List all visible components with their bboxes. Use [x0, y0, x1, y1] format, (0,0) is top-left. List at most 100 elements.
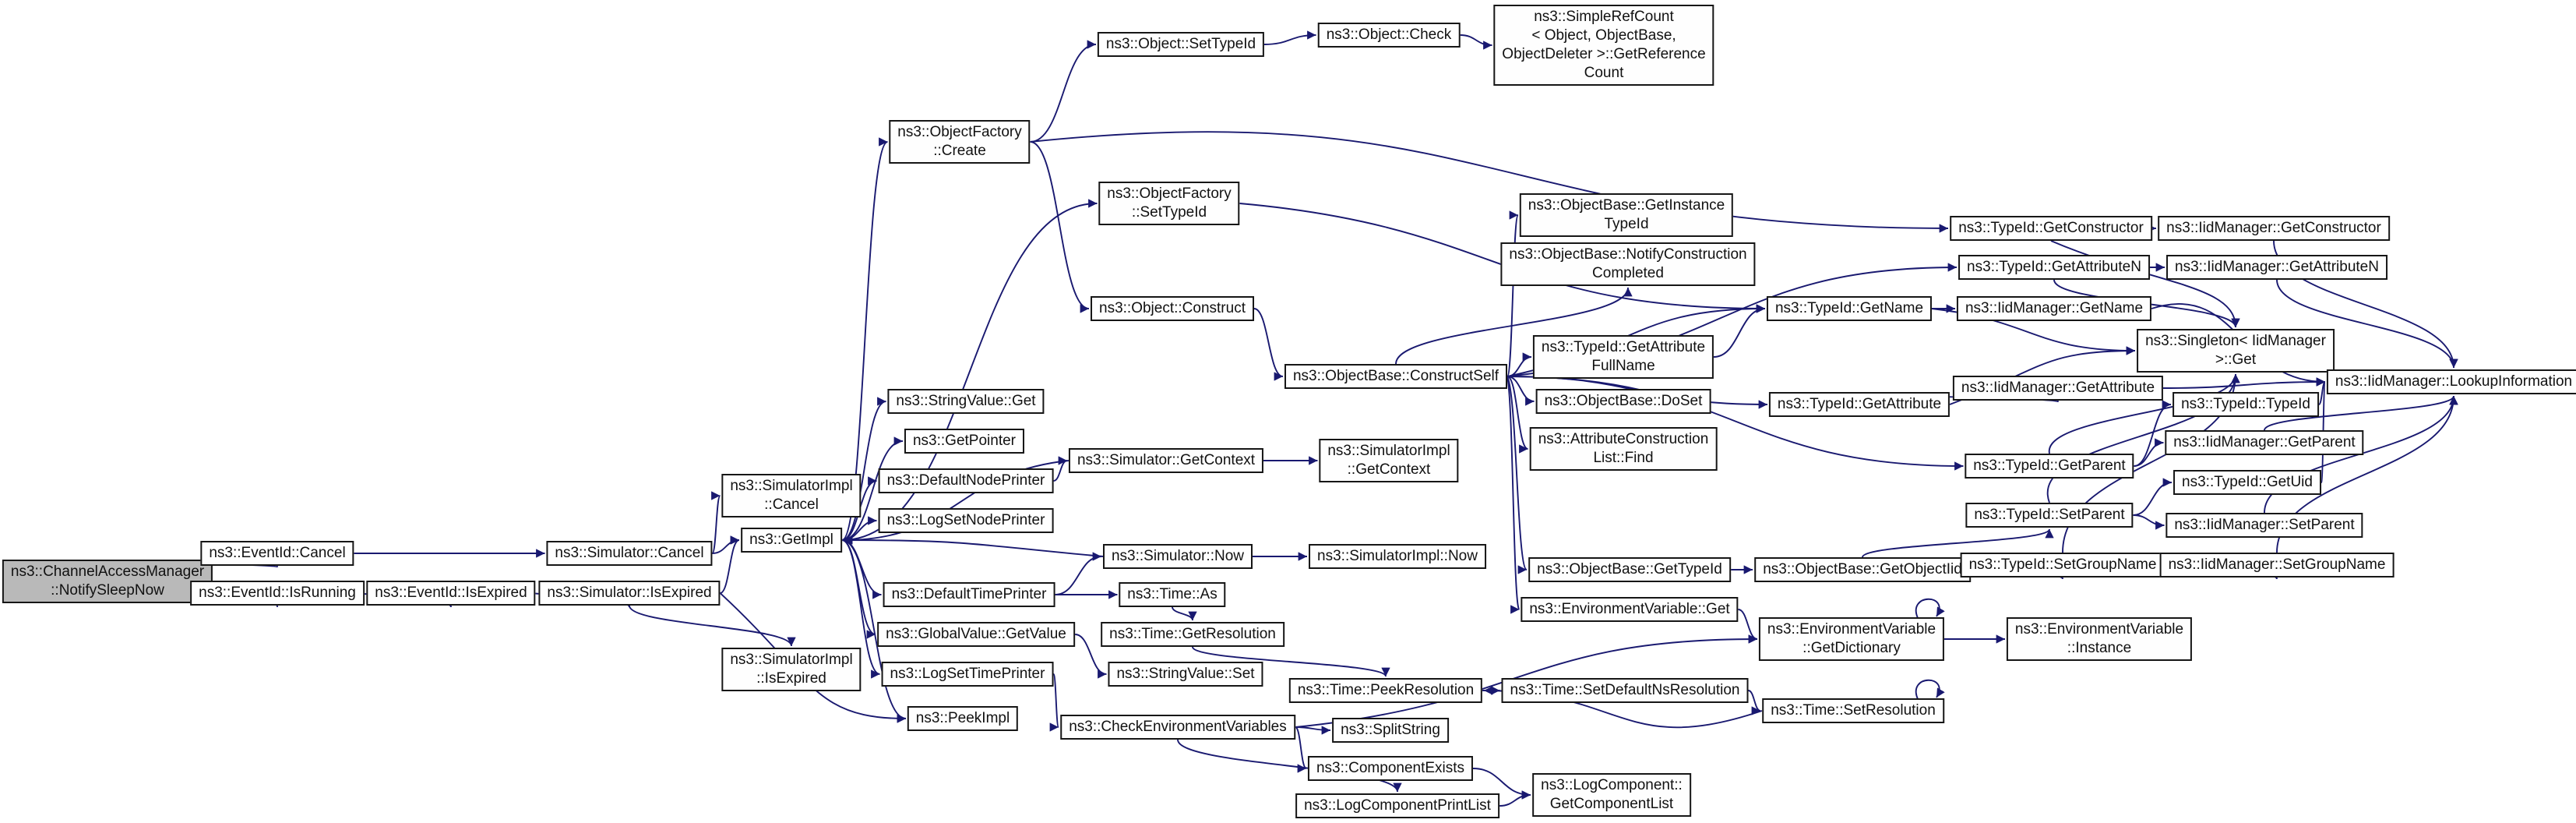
node-simulator-get-context[interactable]: ns3::Simulator::GetContext: [1068, 448, 1264, 473]
node-type-id-get-attribute-n[interactable]: ns3::TypeId::GetAttributeN: [1958, 255, 2150, 280]
node-object-construct[interactable]: ns3::Object::Construct: [1091, 296, 1254, 321]
edge-check-environment-variables-to-split-string: [1295, 726, 1331, 735]
node-event-id-is-expired[interactable]: ns3::EventId::IsExpired: [366, 581, 536, 606]
node-label-line: ns3::ObjectBase::GetObjectIid: [1763, 561, 1962, 578]
node-get-pointer[interactable]: ns3::GetPointer: [904, 429, 1025, 454]
node-iid-manager-get-name[interactable]: ns3::IidManager::GetName: [1956, 296, 2152, 321]
edge-global-value-get-value-to-string-value-set: [1074, 634, 1107, 679]
node-string-value-get[interactable]: ns3::StringValue::Get: [887, 389, 1045, 414]
node-label-line: ns3::EnvironmentVariable: [2014, 621, 2184, 638]
node-iid-manager-set-parent[interactable]: ns3::IidManager::SetParent: [2165, 513, 2363, 538]
node-label-line: ns3::Simulator::IsExpired: [547, 585, 712, 601]
node-log-set-node-printer[interactable]: ns3::LogSetNodePrinter: [878, 508, 1054, 533]
node-log-set-time-printer[interactable]: ns3::LogSetTimePrinter: [881, 662, 1054, 687]
node-type-id-get-name[interactable]: ns3::TypeId::GetName: [1766, 296, 1933, 321]
node-label-line: GetComponentList: [1549, 796, 1674, 812]
edge-time-set-default-ns-resolution-to-time-set-resolution: [1748, 690, 1761, 715]
node-iid-manager-set-group-name[interactable]: ns3::IidManager::SetGroupName: [2159, 553, 2395, 578]
node-split-string[interactable]: ns3::SplitString: [1332, 718, 1449, 743]
node-type-id-get-parent[interactable]: ns3::TypeId::GetParent: [1965, 454, 2134, 479]
node-simulator-impl-now[interactable]: ns3::SimulatorImpl::Now: [1309, 544, 1486, 569]
node-type-id-set-group-name[interactable]: ns3::TypeId::SetGroupName: [1960, 553, 2165, 578]
node-global-value-get-value[interactable]: ns3::GlobalValue::GetValue: [877, 622, 1075, 647]
node-label-line: ns3::SimulatorImpl: [730, 478, 853, 494]
node-default-time-printer[interactable]: ns3::DefaultTimePrinter: [883, 582, 1055, 607]
node-get-impl[interactable]: ns3::GetImpl: [741, 528, 842, 553]
node-simple-ref-count-get-reference-count[interactable]: ns3::SimpleRefCount< Object, ObjectBase,…: [1493, 5, 1714, 86]
node-peek-impl[interactable]: ns3::PeekImpl: [907, 706, 1019, 731]
edge-check-environment-variables-to-log-component-print-list: [1177, 739, 1402, 793]
node-iid-manager-get-constructor[interactable]: ns3::IidManager::GetConstructor: [2158, 216, 2390, 241]
node-label-line: ns3::PeekImpl: [915, 710, 1010, 726]
node-simulator-impl-get-context[interactable]: ns3::SimulatorImpl::GetContext: [1319, 439, 1459, 482]
node-simulator-impl-cancel[interactable]: ns3::SimulatorImpl::Cancel: [721, 474, 862, 517]
node-environment-variable-get-dictionary[interactable]: ns3::EnvironmentVariable::GetDictionary: [1758, 617, 1945, 661]
node-time-get-resolution[interactable]: ns3::Time::GetResolution: [1101, 622, 1284, 647]
node-label-line: ns3::TypeId::GetParent: [1973, 457, 2126, 474]
node-channel-access-manager-notify-sleep-now[interactable]: ns3::ChannelAccessManager::NotifySleepNo…: [2, 560, 213, 603]
edge-simulator-is-expired-to-simulator-impl-is-expired: [629, 605, 796, 647]
node-object-set-type-id[interactable]: ns3::Object::SetTypeId: [1097, 32, 1265, 57]
node-singleton-iid-manager-get[interactable]: ns3::Singleton< IidManager>::Get: [2137, 329, 2335, 373]
node-object-base-get-type-id[interactable]: ns3::ObjectBase::GetTypeId: [1528, 557, 1731, 582]
node-simulator-is-expired[interactable]: ns3::Simulator::IsExpired: [538, 581, 721, 606]
node-environment-variable-instance[interactable]: ns3::EnvironmentVariable::Instance: [2006, 617, 2193, 661]
node-label-line: ns3::ObjectBase::ConstructSelf: [1292, 368, 1499, 384]
node-object-base-construct-self[interactable]: ns3::ObjectBase::ConstructSelf: [1284, 364, 1508, 389]
edge-time-get-resolution-to-time-peek-resolution: [1192, 646, 1390, 677]
node-time-set-resolution[interactable]: ns3::Time::SetResolution: [1762, 698, 1944, 723]
node-label-line: < Object, ObjectBase,: [1531, 27, 1676, 44]
node-label-line: ns3::TypeId::GetAttributeN: [1967, 259, 2141, 275]
edge-iid-manager-get-attribute-to-iid-manager-lookup-information: [2162, 377, 2326, 389]
node-time-as[interactable]: ns3::Time::As: [1119, 582, 1226, 607]
node-time-set-default-ns-resolution[interactable]: ns3::Time::SetDefaultNsResolution: [1501, 678, 1749, 703]
node-event-id-cancel[interactable]: ns3::EventId::Cancel: [200, 541, 354, 566]
node-label-line: ns3::ComponentExists: [1316, 760, 1465, 776]
node-environment-variable-get[interactable]: ns3::EnvironmentVariable::Get: [1521, 597, 1739, 622]
node-label-line: ns3::GlobalValue::GetValue: [886, 626, 1066, 642]
node-type-id-get-constructor[interactable]: ns3::TypeId::GetConstructor: [1950, 216, 2152, 241]
node-label-line: ns3::TypeId::GetName: [1774, 300, 1924, 316]
node-component-exists[interactable]: ns3::ComponentExists: [1307, 756, 1474, 781]
node-label-line: ns3::ObjectBase::DoSet: [1544, 393, 1703, 409]
node-type-id-get-attribute[interactable]: ns3::TypeId::GetAttribute: [1768, 392, 1951, 417]
node-type-id-type-id[interactable]: ns3::TypeId::TypeId: [2173, 392, 2319, 417]
node-iid-manager-lookup-information[interactable]: ns3::IidManager::LookupInformation: [2326, 369, 2576, 394]
node-event-id-is-running[interactable]: ns3::EventId::IsRunning: [190, 581, 365, 606]
node-iid-manager-get-parent[interactable]: ns3::IidManager::GetParent: [2165, 430, 2364, 455]
node-label-line: ns3::EventId::IsRunning: [199, 585, 356, 601]
node-iid-manager-get-attribute[interactable]: ns3::IidManager::GetAttribute: [1952, 376, 2164, 401]
node-object-factory-create[interactable]: ns3::ObjectFactory::Create: [889, 120, 1031, 164]
node-simulator-impl-is-expired[interactable]: ns3::SimulatorImpl::IsExpired: [721, 648, 862, 691]
node-log-component-get-component-list[interactable]: ns3::LogComponent::GetComponentList: [1532, 773, 1691, 817]
node-simulator-now[interactable]: ns3::Simulator::Now: [1102, 544, 1253, 569]
node-object-base-get-object-iid[interactable]: ns3::ObjectBase::GetObjectIid: [1754, 557, 1971, 582]
edge-simulator-now-to-get-impl: [843, 535, 1104, 557]
node-string-value-set[interactable]: ns3::StringValue::Set: [1108, 662, 1263, 687]
node-label-line: ns3::EnvironmentVariable::Get: [1529, 601, 1730, 617]
edge-get-impl-to-object-factory-create: [841, 137, 888, 541]
node-type-id-set-parent[interactable]: ns3::TypeId::SetParent: [1965, 503, 2134, 528]
node-simulator-cancel[interactable]: ns3::Simulator::Cancel: [546, 541, 713, 566]
node-iid-manager-get-attribute-n[interactable]: ns3::IidManager::GetAttributeN: [2166, 255, 2387, 280]
node-label-line: ns3::IidManager::GetAttributeN: [2175, 259, 2379, 275]
node-label-line: ns3::IidManager::GetParent: [2173, 434, 2356, 450]
node-label-line: ns3::Object::SetTypeId: [1105, 36, 1256, 52]
node-label-line: TypeId: [1604, 216, 1649, 232]
node-object-factory-set-type-id[interactable]: ns3::ObjectFactory::SetTypeId: [1098, 182, 1240, 225]
node-label-line: ns3::StringValue::Get: [896, 393, 1036, 409]
node-label-line: ns3::Simulator::GetContext: [1077, 452, 1256, 468]
node-default-node-printer[interactable]: ns3::DefaultNodePrinter: [878, 468, 1054, 493]
node-log-component-print-list[interactable]: ns3::LogComponentPrintList: [1295, 793, 1499, 818]
node-object-check[interactable]: ns3::Object::Check: [1317, 23, 1461, 48]
node-time-peek-resolution[interactable]: ns3::Time::PeekResolution: [1288, 678, 1483, 703]
node-label-line: ns3::Singleton< IidManager: [2145, 333, 2326, 349]
node-object-base-do-set[interactable]: ns3::ObjectBase::DoSet: [1535, 389, 1711, 414]
node-label-line: ns3::Simulator::Cancel: [555, 545, 704, 561]
node-type-id-get-uid[interactable]: ns3::TypeId::GetUid: [2173, 470, 2321, 495]
node-check-environment-variables[interactable]: ns3::CheckEnvironmentVariables: [1060, 715, 1295, 740]
